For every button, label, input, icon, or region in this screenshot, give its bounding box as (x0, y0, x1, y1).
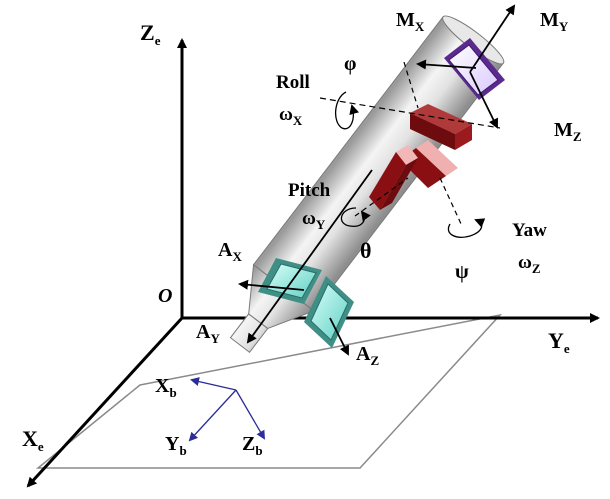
pitch-name-label: Pitch (288, 180, 331, 201)
mz-arrow (469, 71, 498, 129)
yaw-axis-dashed (439, 177, 463, 227)
ground-plane (35, 313, 503, 469)
roll-rate-label: ωX (279, 104, 303, 128)
body-frame-axes (188, 377, 266, 442)
xb-label: Xb (155, 375, 177, 400)
my-label: MY (540, 9, 569, 34)
my-arrow (469, 4, 516, 73)
origin-label: O (158, 285, 172, 307)
ze-label: Ze (140, 20, 161, 48)
zb-label: Zb (242, 433, 263, 458)
yb-axis-arrow (188, 389, 237, 442)
yaw-name-label: Yaw (512, 220, 547, 241)
pen-axis-ay-arrow (246, 169, 373, 344)
az-label: AZ (356, 343, 379, 368)
yb-label: Yb (165, 433, 187, 458)
mx-label: MX (396, 9, 425, 34)
pitch-axis-dashed (354, 177, 409, 217)
gyro-block-yaw (410, 104, 472, 150)
roll-angle-label: φ (344, 53, 356, 75)
pitch-rate-label: ωY (302, 208, 326, 232)
pitch-angle-label: θ (360, 238, 371, 263)
zb-axis-arrow (235, 389, 266, 440)
roll-name-label: Roll (276, 72, 310, 93)
az-arrow (329, 317, 349, 356)
pitch-rotation-arrow (340, 207, 371, 227)
mz-label: MZ (554, 119, 582, 144)
roll-axis-dashed (319, 97, 501, 129)
ax-arrow (238, 279, 305, 291)
ay-label: AY (196, 321, 220, 346)
yaw-angle-label: ψ (455, 261, 469, 283)
mz-axis-dashed (403, 61, 419, 109)
ye-label: Ye (548, 328, 570, 356)
mx-arrow (416, 59, 477, 70)
magnetometer-chip (444, 38, 505, 100)
xb-axis-arrow (190, 377, 237, 391)
accel-chip-z (304, 276, 354, 348)
ax-label: AX (218, 239, 242, 264)
yaw-rate-label: ωZ (518, 252, 541, 276)
roll-rotation-arrow (335, 91, 360, 130)
yaw-rotation-arrow (447, 218, 486, 238)
xe-label: Xe (22, 426, 44, 454)
xe-axis-arrow (26, 316, 184, 488)
